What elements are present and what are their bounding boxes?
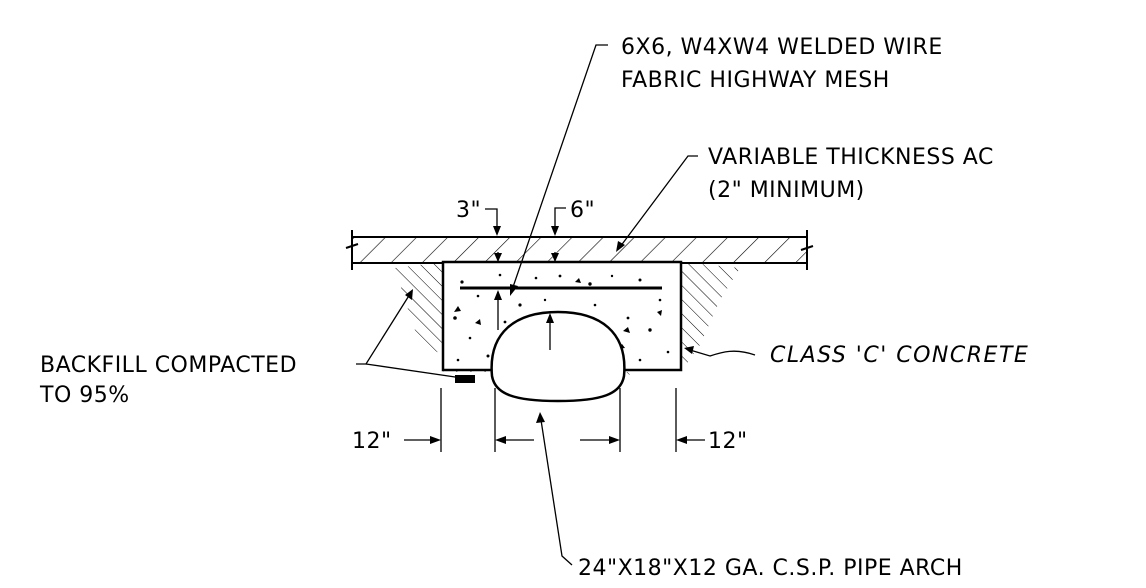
pipe-arch-label: 24"X18"X12 GA. C.S.P. PIPE ARCH: [578, 556, 963, 581]
backfill-label-line2: TO 95%: [39, 383, 130, 408]
bottom-dimensions: [404, 388, 705, 452]
dimension-arrows: [494, 252, 559, 350]
dim-12in-right-label: 12": [708, 429, 748, 454]
leader-mesh: [510, 44, 608, 296]
mesh-label-line1: 6X6, W4XW4 WELDED WIRE: [621, 35, 943, 60]
backfill-label-line1: BACKFILL COMPACTED: [40, 353, 297, 378]
dim-3in-label: 3": [456, 198, 481, 223]
ac-pavement-layer: [345, 230, 814, 270]
dim-6in-label: 6": [570, 198, 595, 223]
leader-pipe-arch: [536, 412, 573, 566]
leader-concrete: [684, 346, 756, 357]
leader-backfill: [356, 289, 463, 379]
pipe-arch: [490, 310, 626, 403]
ac-label-line2: (2" MINIMUM): [708, 178, 865, 203]
dim-12in-left-label: 12": [352, 429, 392, 454]
ac-label-line1: VARIABLE THICKNESS AC: [708, 145, 994, 170]
leader-ac: [616, 155, 698, 252]
mesh-label-line2: FABRIC HIGHWAY MESH: [621, 68, 890, 93]
leader-3in-6in: [485, 207, 566, 236]
concrete-label: CLASS 'C' CONCRETE: [770, 343, 1029, 368]
